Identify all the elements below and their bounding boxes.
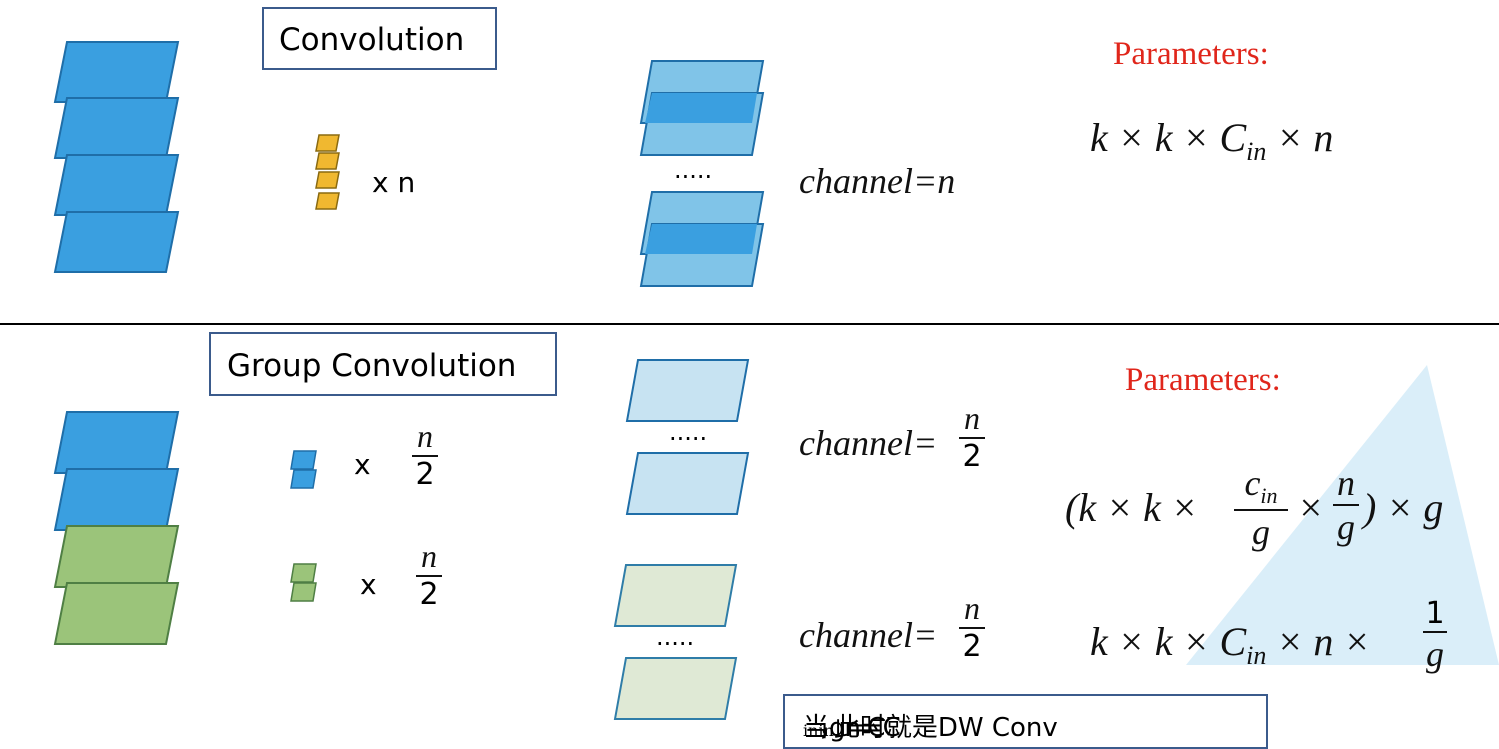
bottom-dots-blue: ..... — [669, 418, 708, 446]
note-suffix: 此时就是DW Conv — [833, 713, 1058, 743]
channel-fraction: n 2 — [957, 400, 987, 474]
top-params-title: Parameters: — [1113, 36, 1269, 72]
frac-den: 2 — [419, 577, 439, 612]
output-group-blue — [625, 359, 750, 515]
formula2-num: 1 — [1425, 596, 1445, 631]
bottom-params-formula1: (k × k × cin g × n g ) × g — [1065, 462, 1485, 562]
frac-num: n — [417, 418, 433, 454]
output-group-green — [613, 564, 738, 720]
formula1-n: n — [1337, 463, 1355, 503]
kernel-stack-top — [315, 134, 340, 210]
top-formula-main: k × k × C — [1090, 115, 1247, 160]
frac-bar — [416, 575, 442, 577]
green-kernel-times: x — [360, 568, 377, 601]
bottom-channel-blue: channel= n 2 — [799, 400, 999, 490]
top-dots: ..... — [674, 156, 713, 184]
note-sub2: in — [818, 721, 834, 741]
kernel-count-label: x n — [372, 166, 415, 199]
bottom-params-title: Parameters: — [1125, 362, 1281, 398]
output-stack-top-2 — [639, 191, 765, 287]
top-channel-label: channel=n — [799, 161, 956, 201]
frac-bar — [1234, 509, 1288, 512]
bottom-params-formula2: k × k × Cin × n × 1 g — [1090, 596, 1470, 696]
formula2-tail: × n × — [1266, 619, 1371, 664]
input-feature-stack-bottom — [53, 411, 180, 645]
light-triangle — [1186, 365, 1499, 665]
kernel-count-text: x n — [372, 166, 416, 199]
formula1-c: c — [1244, 463, 1261, 503]
note-prefix: 当g=C — [803, 713, 886, 743]
frac-bar — [1423, 631, 1447, 633]
frac-bar — [412, 455, 438, 457]
kernel-green-bottom — [290, 563, 317, 602]
frac-den: 2 — [415, 457, 435, 492]
formula2-text: k × k × C — [1090, 619, 1247, 664]
channel-text: channel= — [799, 615, 938, 655]
input-feature-stack-top — [53, 41, 180, 273]
bottom-channel-green: channel= n 2 — [799, 590, 999, 680]
formula1-times: × — [1297, 485, 1324, 530]
formula1-cin-frac: cin g — [1233, 462, 1289, 553]
formula1-prefix: (k × k × — [1065, 485, 1198, 530]
top-formula-tail: × n — [1266, 115, 1334, 160]
frac-bar — [1333, 504, 1359, 506]
group-convolution-title: Group Convolution — [227, 348, 517, 384]
formula1-g-den: g — [1252, 512, 1270, 553]
formula1-g2: g — [1337, 507, 1355, 547]
formula2-den: g — [1426, 634, 1444, 674]
convolution-title-box: Convolution — [262, 7, 497, 70]
channel-fraction: n 2 — [957, 590, 987, 664]
frac-den: 2 — [962, 629, 982, 664]
formula1-cin: cin — [1244, 462, 1277, 509]
formula1-sub: in — [1260, 483, 1278, 509]
frac-num: n — [421, 538, 437, 574]
convolution-title: Convolution — [279, 22, 465, 58]
bottom-dots-green: ..... — [656, 623, 695, 651]
top-formula-sub: in — [1246, 137, 1267, 166]
output-stack-top-1 — [639, 60, 765, 156]
channel-text: channel= — [799, 423, 938, 463]
frac-num: n — [964, 400, 980, 436]
formula1-suffix: ) × g — [1363, 485, 1444, 530]
formula1-n-frac: n g — [1331, 462, 1361, 548]
frac-den: 2 — [962, 439, 982, 474]
frac-bar — [959, 437, 985, 439]
kernel-blue-bottom — [290, 450, 317, 489]
formula2-frac: 1 g — [1420, 596, 1450, 675]
formula2-sub: in — [1246, 641, 1267, 670]
note-sub: in — [803, 721, 819, 741]
blue-kernel-times: x — [354, 448, 371, 481]
top-params-formula: k × k × Cin × n — [1090, 114, 1333, 167]
blue-kernel-fraction: n 2 — [411, 418, 439, 492]
frac-num: n — [964, 590, 980, 626]
frac-bar — [959, 627, 985, 629]
group-convolution-title-box: Group Convolution — [209, 332, 557, 396]
note-mid: ，n=C — [818, 713, 901, 743]
green-kernel-fraction: n 2 — [415, 538, 443, 612]
formula2-main: k × k × Cin × n × — [1090, 618, 1370, 671]
